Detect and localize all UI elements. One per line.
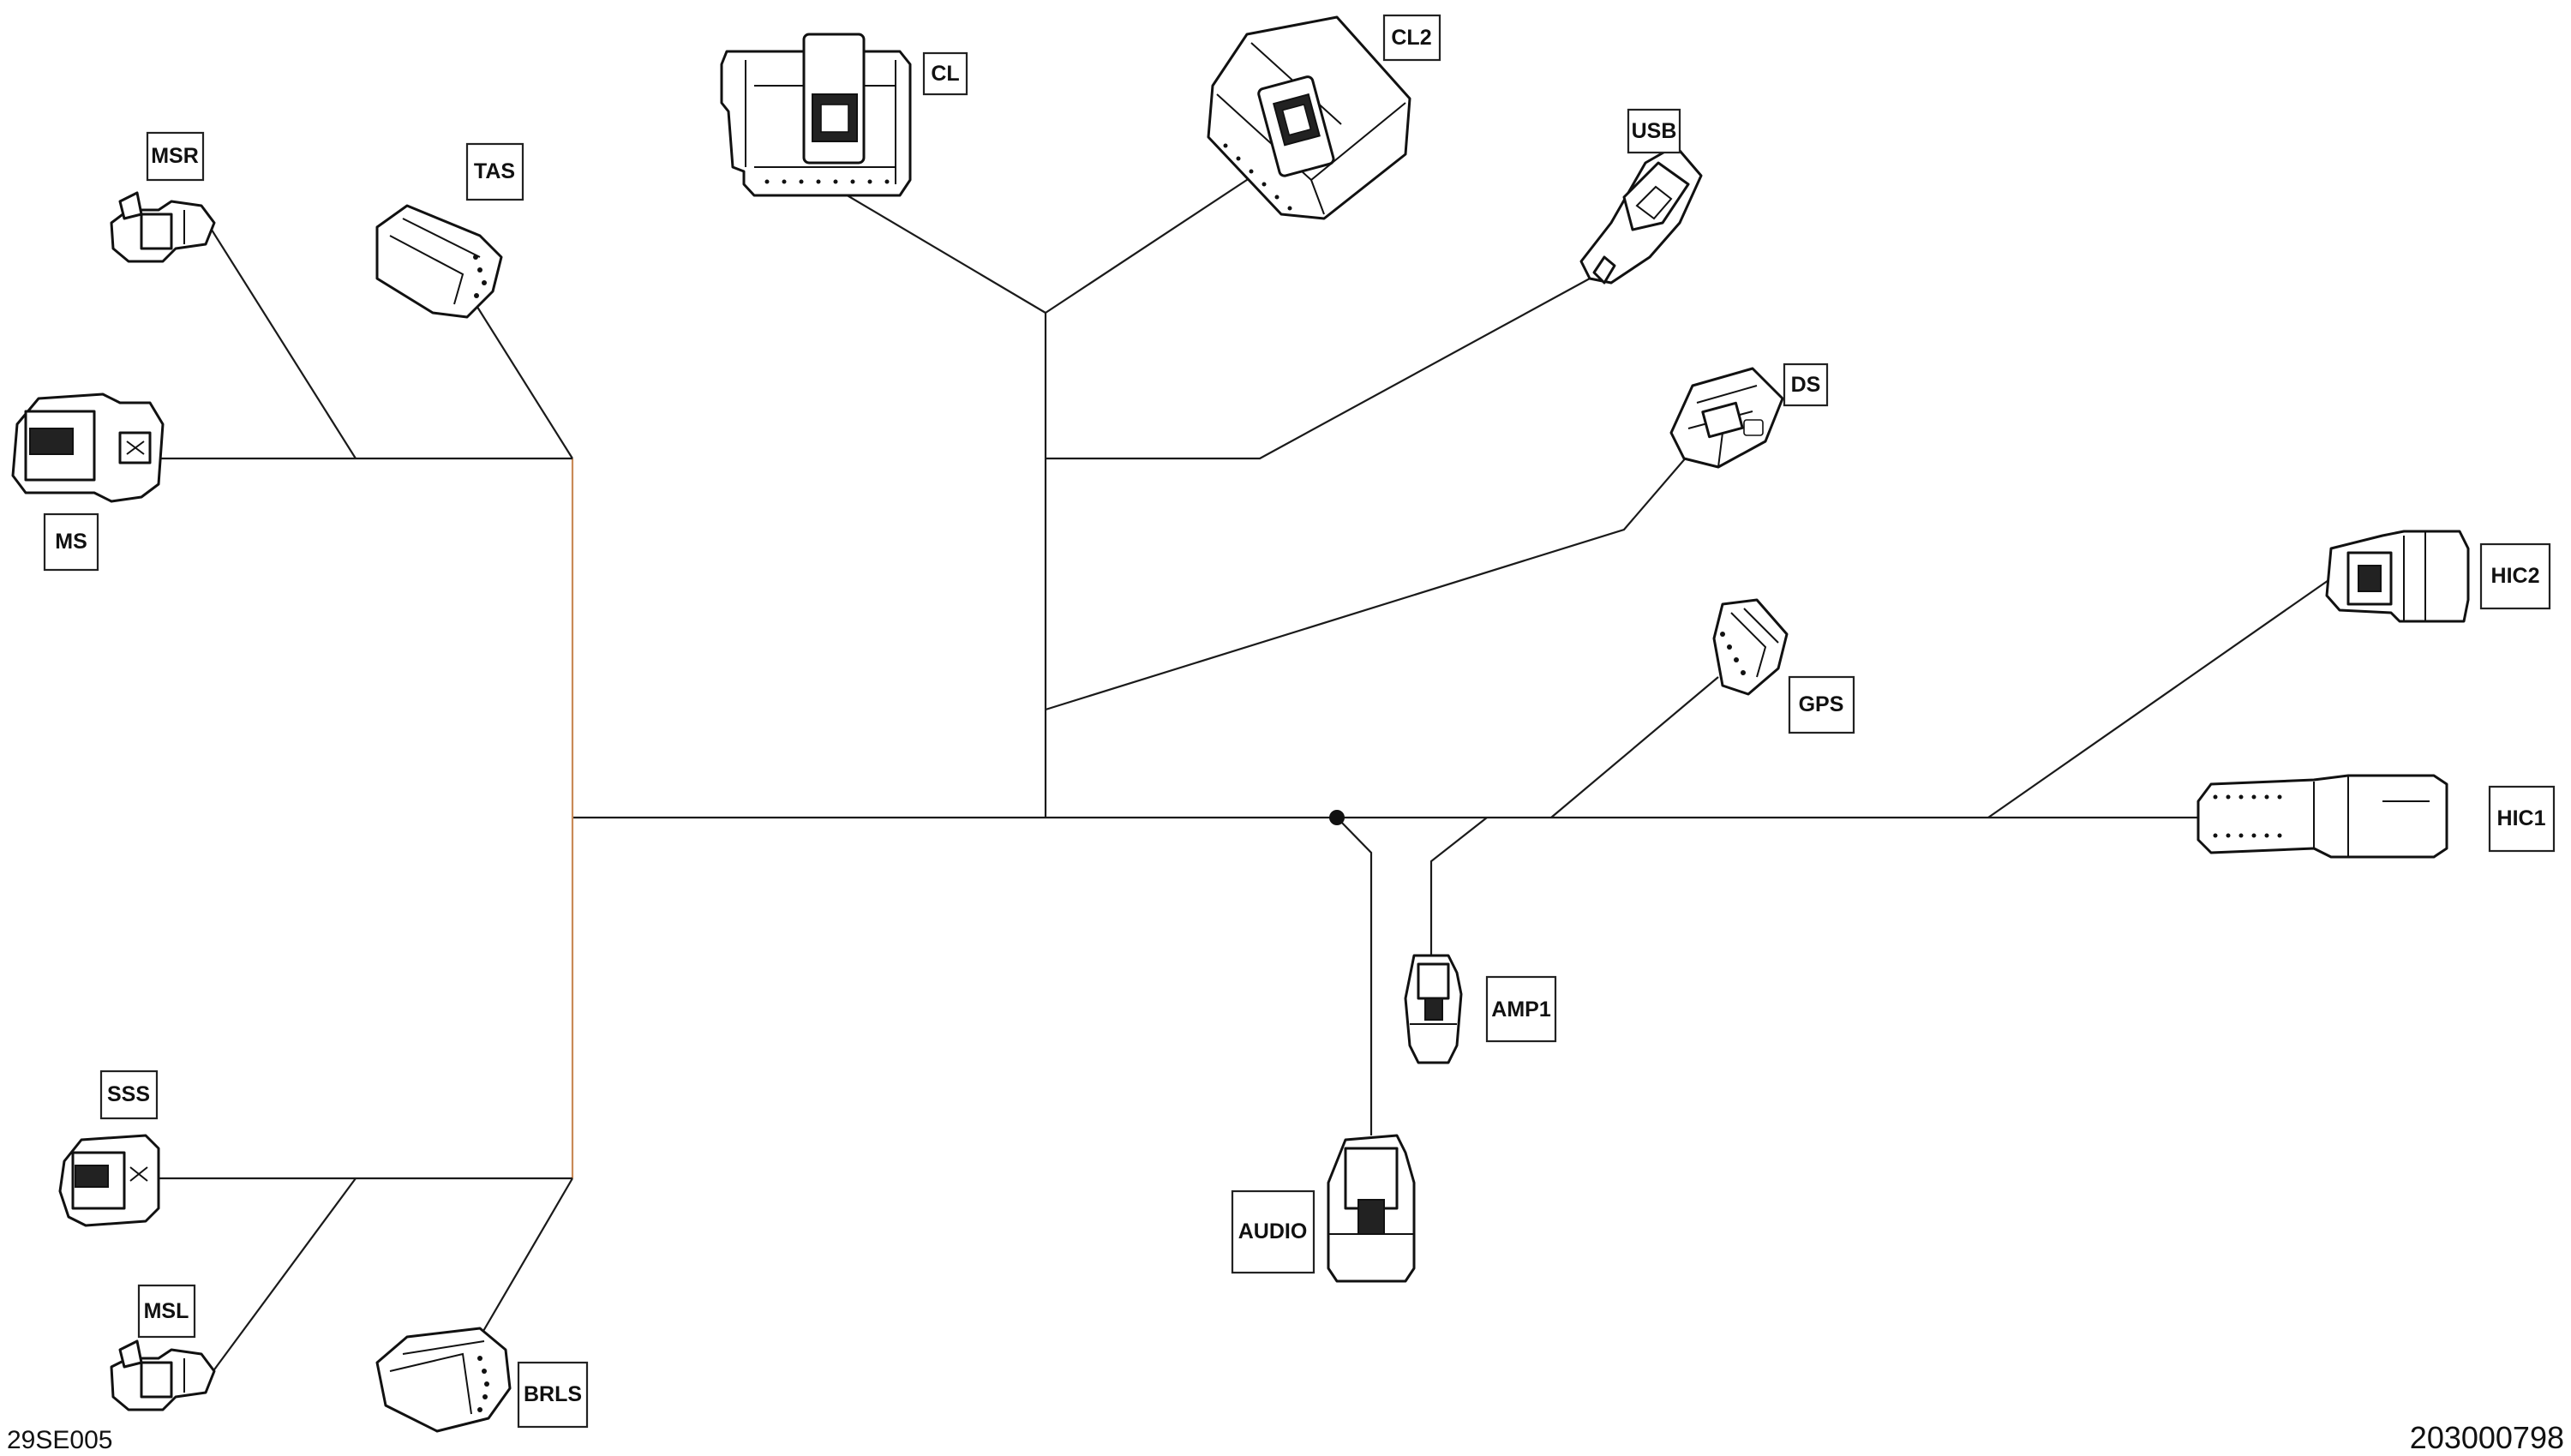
part-number: 203000798 [2410,1420,2564,1455]
label-ds: DS [1783,363,1829,407]
label-brls-text: BRLS [524,1382,582,1406]
label-tas-text: TAS [474,159,515,183]
label-amp1: AMP1 [1485,975,1557,1043]
connector-usb [1579,144,1703,285]
label-msl-text: MSL [144,1299,189,1323]
label-hic1-text: HIC1 [2497,806,2546,830]
connector-msl [110,1339,216,1411]
connector-cl [720,33,912,197]
label-audio: AUDIO [1231,1189,1315,1274]
label-audio-text: AUDIO [1238,1219,1308,1243]
connector-hic1 [2196,774,2448,859]
label-tas: TAS [465,142,524,201]
harness-wires [147,171,2332,1376]
label-msl: MSL [137,1284,196,1339]
label-msr: MSR [146,131,205,182]
label-cl2: CL2 [1382,14,1441,62]
label-gps-text: GPS [1799,692,1844,716]
label-cl-text: CL [931,62,959,86]
connector-sss [58,1134,160,1227]
label-sss: SSS [99,1070,159,1120]
connector-ms [11,392,165,503]
figure-code: 29SE005 [7,1426,112,1454]
connector-audio [1327,1134,1416,1283]
label-hic2: HIC2 [2479,542,2551,610]
connector-amp1 [1404,954,1463,1064]
label-sss-text: SSS [107,1082,150,1106]
label-hic2-text: HIC2 [2491,564,2540,588]
connector-ds [1669,367,1784,469]
label-usb: USB [1627,108,1681,154]
label-ms: MS [43,512,99,572]
label-usb-text: USB [1632,119,1677,143]
connector-tas [375,204,503,319]
connector-cl2 [1207,15,1411,220]
label-cl: CL [922,51,968,96]
label-hic1: HIC1 [2488,785,2556,853]
splice-junction [1329,810,1345,825]
connector-hic2 [2325,530,2470,623]
connector-gps [1712,598,1789,696]
label-ms-text: MS [55,530,87,554]
connector-brls [375,1327,512,1433]
connector-msr [110,191,216,263]
label-msr-text: MSR [151,144,199,168]
label-ds-text: DS [1791,373,1821,397]
label-amp1-text: AMP1 [1491,998,1551,1022]
label-brls: BRLS [517,1361,589,1429]
label-gps: GPS [1788,675,1855,734]
label-cl2-text: CL2 [1391,26,1431,50]
